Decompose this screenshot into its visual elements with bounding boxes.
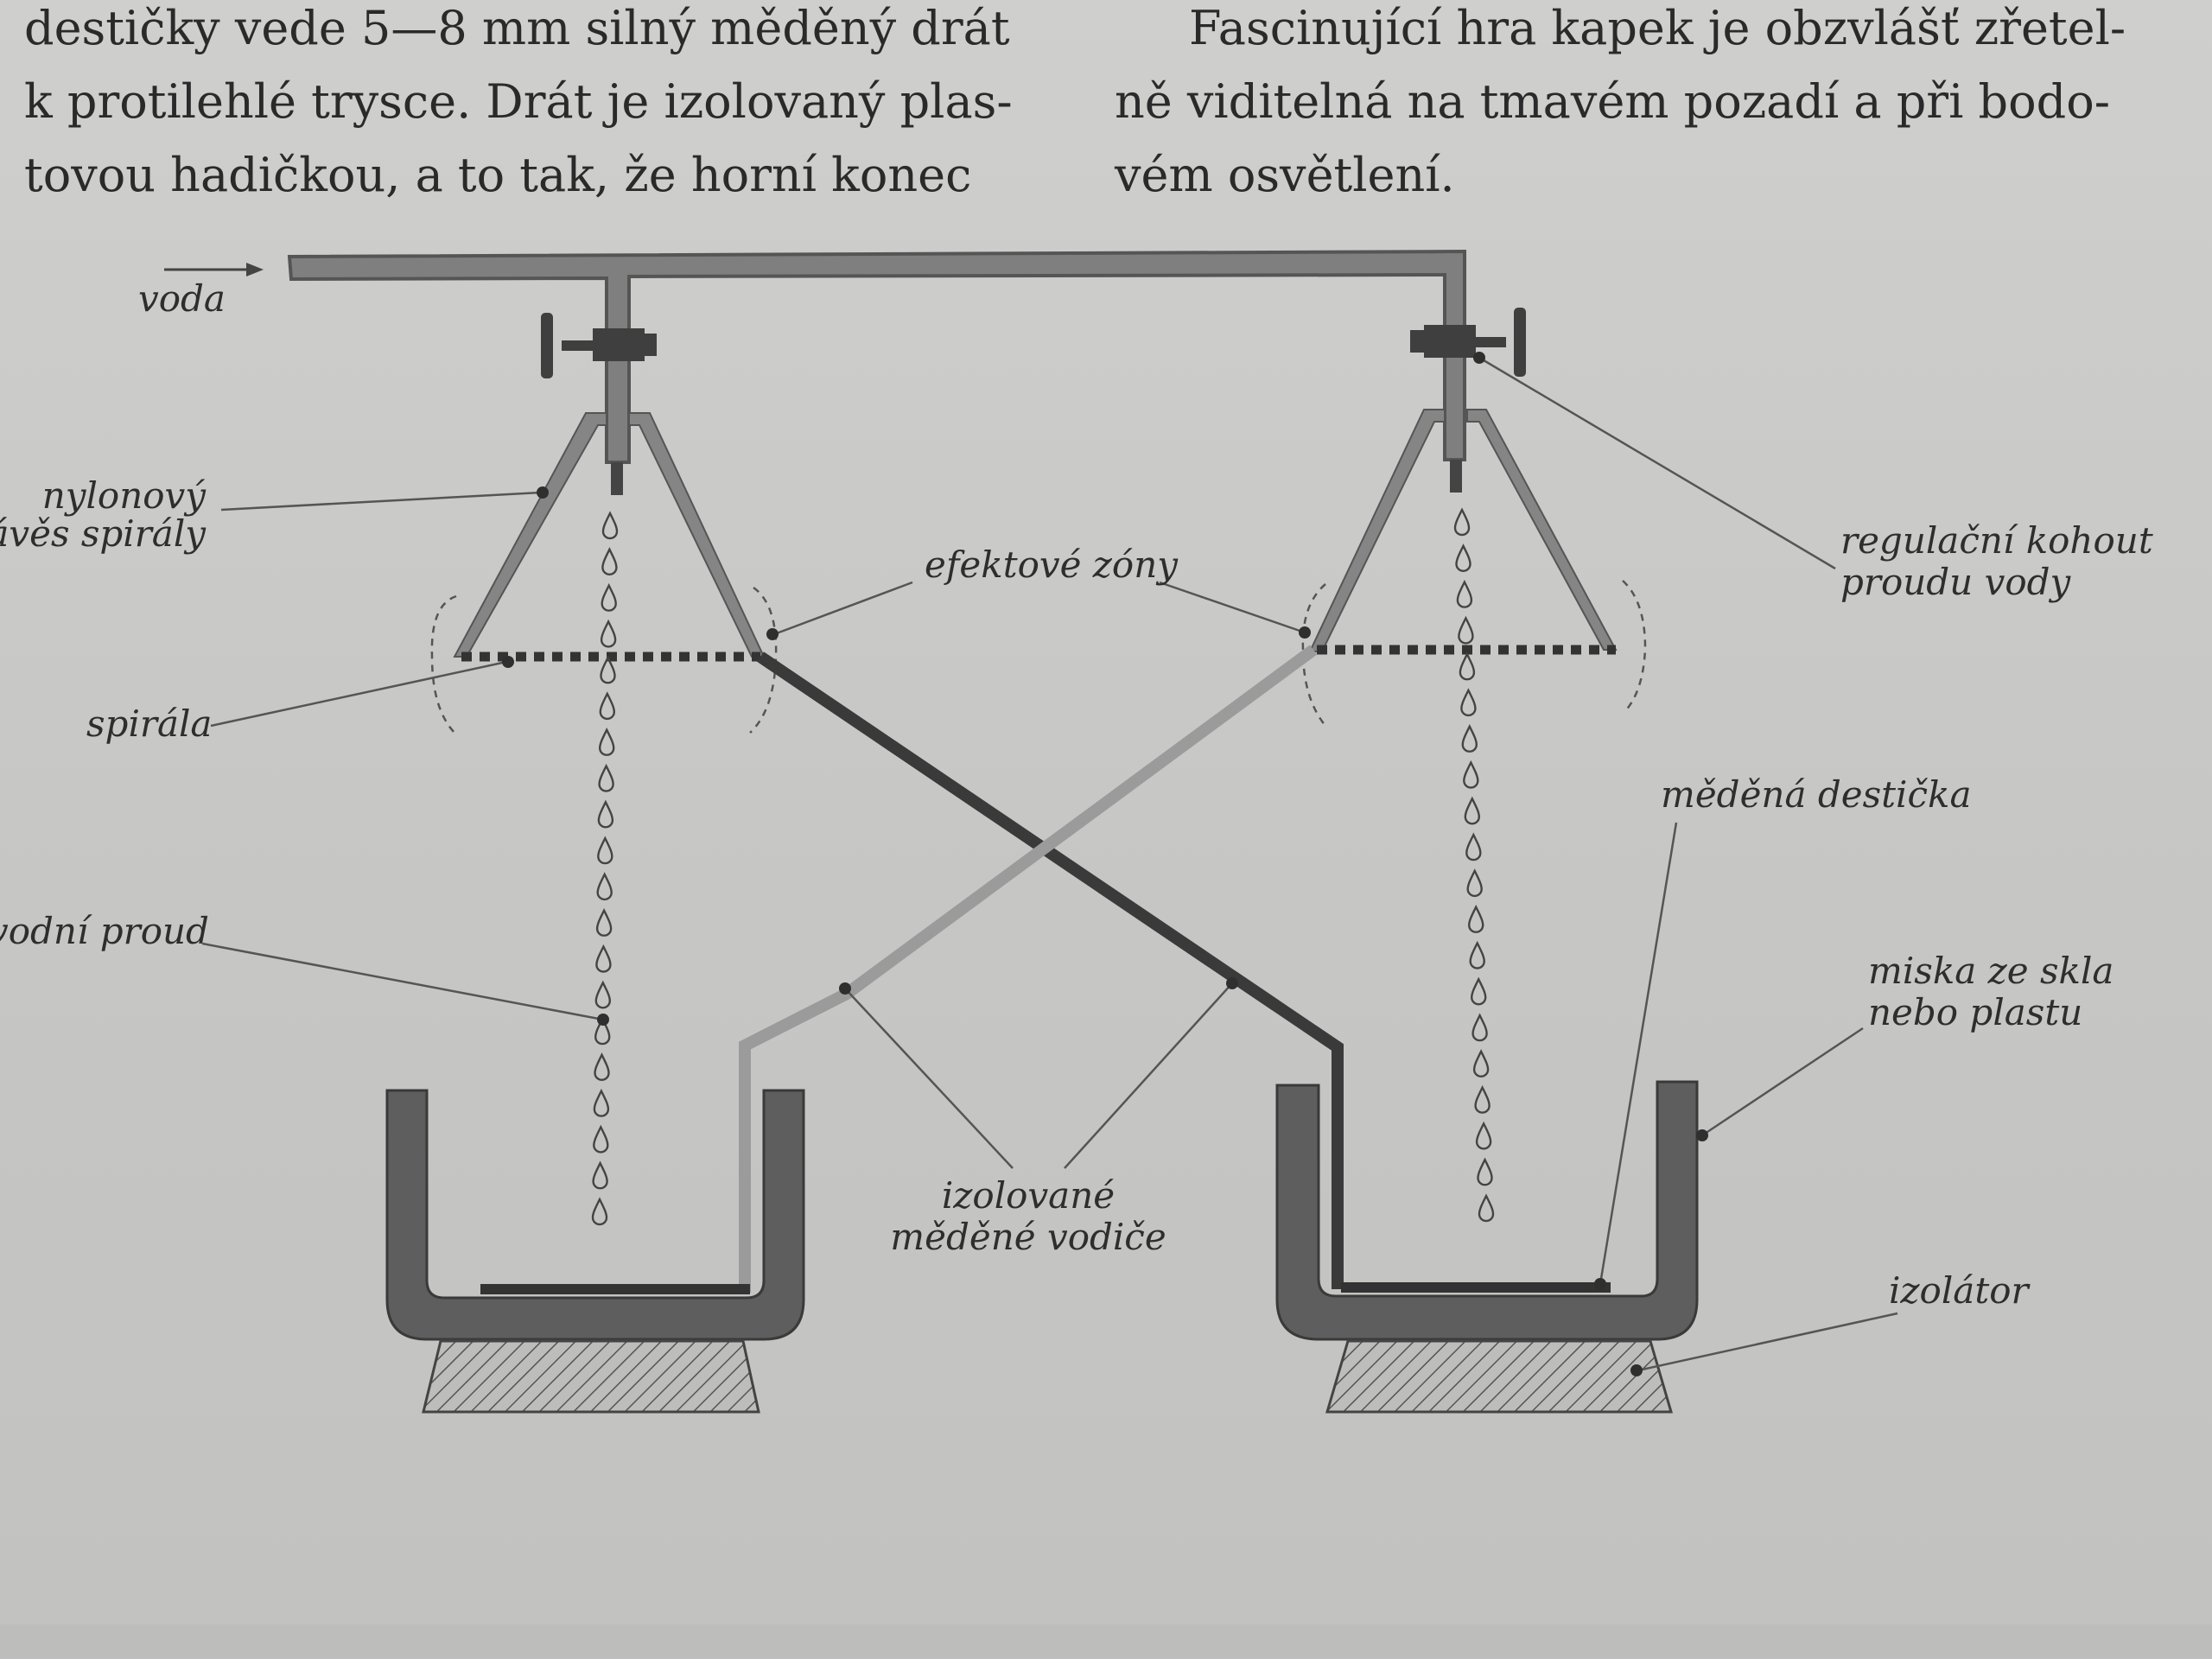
- water-drop: [1469, 942, 1485, 969]
- water-drop: [601, 512, 619, 540]
- water-inflow-arrow: [164, 263, 264, 276]
- label-spirala: spirála: [86, 702, 212, 745]
- water-drop: [1456, 581, 1473, 608]
- copper-plate-left: [480, 1284, 750, 1294]
- supply-pipe: [287, 249, 1466, 464]
- water-drop: [595, 909, 613, 937]
- valve-left: [541, 313, 657, 378]
- water-drop: [1455, 544, 1471, 572]
- nozzle-right: [1450, 460, 1462, 493]
- water-drop: [599, 692, 615, 721]
- text-line: Fascinující hra kapek je obzvlášť zřetel…: [1189, 1, 2126, 55]
- water-drop: [1459, 653, 1476, 681]
- water-drop: [592, 1161, 608, 1190]
- water-drop: [597, 836, 613, 865]
- label-voda: voda: [138, 277, 226, 320]
- water-drop: [1467, 906, 1484, 933]
- water-drop: [601, 584, 617, 612]
- label-efektove-zony: efektové zóny: [925, 543, 1179, 586]
- water-drop: [595, 945, 612, 973]
- label-zaves-spiraly: závěs spirály: [0, 512, 207, 555]
- water-drop: [1461, 725, 1478, 753]
- water-drop: [598, 765, 614, 792]
- water-drop: [594, 982, 611, 1009]
- insulated-wire-dark: [757, 652, 1344, 1289]
- label-miska-ze-skla: miska ze skla: [1868, 950, 2113, 992]
- text-line: tovou hadičkou, a to tak, že horní konec: [24, 148, 972, 202]
- text-column-left: destičky vede 5—8 mm silný měděný drát k…: [24, 0, 1044, 212]
- label-medene-vodice: měděné vodiče: [890, 1216, 1166, 1258]
- copper-plate-right: [1341, 1282, 1611, 1293]
- label-nebo-plastu: nebo plastu: [1868, 991, 2082, 1033]
- label-izolator: izolátor: [1889, 1269, 2031, 1312]
- water-drop: [1475, 1122, 1492, 1150]
- bowl-left: [385, 1089, 805, 1414]
- text-line: destičky vede 5—8 mm silný měděný drát: [24, 1, 1010, 55]
- leader-lines: [201, 356, 1898, 1372]
- nylon-hanger-left: [453, 412, 766, 658]
- water-drop: [599, 728, 615, 756]
- bowl-right: [1275, 1080, 1699, 1414]
- water-drop: [1474, 1086, 1491, 1114]
- insulator-left: [422, 1339, 760, 1414]
- text-line: ně viditelná na tmavém pozadí a při bodo…: [1115, 74, 2110, 129]
- label-medena-desticka: měděná destička: [1661, 773, 1971, 816]
- water-drop: [1463, 761, 1479, 789]
- water-drop: [600, 620, 617, 648]
- water-drop: [1472, 1050, 1490, 1078]
- effect-zone-brackets: [430, 580, 1647, 734]
- water-stream-left: [591, 512, 619, 1226]
- water-drop: [1471, 1014, 1488, 1042]
- water-drop: [1465, 833, 1482, 861]
- water-drop: [594, 1053, 610, 1082]
- water-drop: [1466, 869, 1483, 898]
- valve-right: [1410, 308, 1526, 377]
- label-vodni-proud: vodní proud: [0, 910, 209, 952]
- nozzle-left: [611, 462, 623, 495]
- text-line: k protilehlé trysce. Drát je izolovaný p…: [24, 74, 1013, 129]
- water-drop: [1458, 617, 1474, 645]
- insulated-wire-light: [739, 645, 1318, 1293]
- water-drop: [597, 801, 614, 829]
- water-drop: [601, 548, 618, 575]
- label-proudu-vody: proudu vody: [1840, 561, 2071, 603]
- water-drop: [1453, 508, 1471, 537]
- label-izolovane: izolované: [942, 1174, 1115, 1217]
- text-column-right: Fascinující hra kapek je obzvlášť zřetel…: [1115, 0, 2186, 212]
- water-drop: [1477, 1158, 1493, 1186]
- label-regulacni-kohout: regulační kohout: [1840, 519, 2153, 562]
- water-drop: [596, 873, 613, 901]
- water-drop: [600, 657, 616, 684]
- water-stream-right: [1453, 508, 1495, 1223]
- insulator-right: [1325, 1339, 1674, 1414]
- text-line: vém osvětlení.: [1115, 148, 1455, 202]
- water-drop: [1470, 978, 1487, 1006]
- page-bottom-edge: [0, 1624, 2212, 1659]
- water-drop: [1460, 689, 1477, 717]
- leader-dots: [502, 352, 1708, 1376]
- water-drop: [591, 1198, 608, 1226]
- water-drop: [1478, 1194, 1495, 1223]
- water-drop: [593, 1126, 609, 1154]
- water-drop: [593, 1090, 610, 1117]
- label-nylonovy: nylonový: [42, 474, 207, 517]
- water-drop: [1464, 798, 1481, 825]
